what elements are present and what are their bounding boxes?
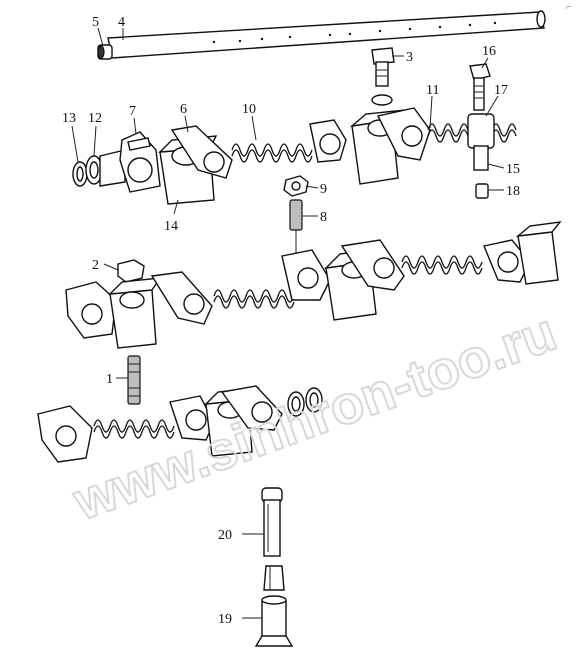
nipple-18: [475, 183, 489, 199]
shaft-plug: [97, 44, 113, 60]
callout-13: 13: [62, 111, 76, 126]
callout-labels: 5 4 3 16 11 17 10 6 7 13 12 9 8 15 18 14…: [62, 15, 520, 627]
callout-20: 20: [218, 528, 232, 543]
oil-tee-fitting: [467, 113, 495, 171]
rocker-arm-upper-center: [309, 119, 347, 163]
leader-lines: [71, 27, 505, 619]
callout-18: 18: [506, 184, 520, 199]
bolt-16: [469, 63, 491, 111]
bolt-3: [371, 47, 395, 106]
callout-1: 1: [106, 372, 113, 387]
rocker-spring-10: [231, 143, 313, 157]
callout-6: 6: [180, 102, 187, 117]
callout-15: 15: [506, 162, 520, 177]
callout-19: 19: [218, 612, 232, 627]
callout-9: 9: [320, 182, 327, 197]
tappet-19: [254, 595, 294, 647]
callout-3: 3: [406, 50, 413, 65]
callout-10: 10: [242, 102, 256, 117]
rocker-assembly-lower: [37, 385, 323, 463]
rocker-arm-upper-mid: [170, 125, 233, 179]
callout-5: 5: [92, 15, 99, 30]
rocker-arm-upper-right: [376, 107, 431, 161]
corner-mark: ⌐: [566, 2, 572, 13]
callout-14: 14: [164, 219, 178, 234]
callout-16: 16: [482, 44, 496, 59]
callout-8: 8: [320, 210, 327, 225]
callout-12: 12: [88, 111, 102, 126]
rocker-arm-upper-left: [119, 131, 161, 193]
callout-17: 17: [494, 83, 508, 98]
callout-2: 2: [92, 258, 99, 273]
callout-11: 11: [426, 83, 439, 98]
callout-4: 4: [118, 15, 125, 30]
push-rod-20: [261, 487, 283, 557]
rocker-assembly-middle: [65, 221, 562, 349]
nut-2: [117, 259, 145, 283]
push-rod-break: [263, 565, 285, 591]
rocker-shaft: [107, 10, 546, 59]
nut-9: [283, 175, 309, 197]
callout-7: 7: [129, 104, 136, 119]
stud-1: [127, 355, 141, 405]
adjusting-screw-8: [289, 199, 303, 256]
snap-ring: [72, 161, 88, 187]
